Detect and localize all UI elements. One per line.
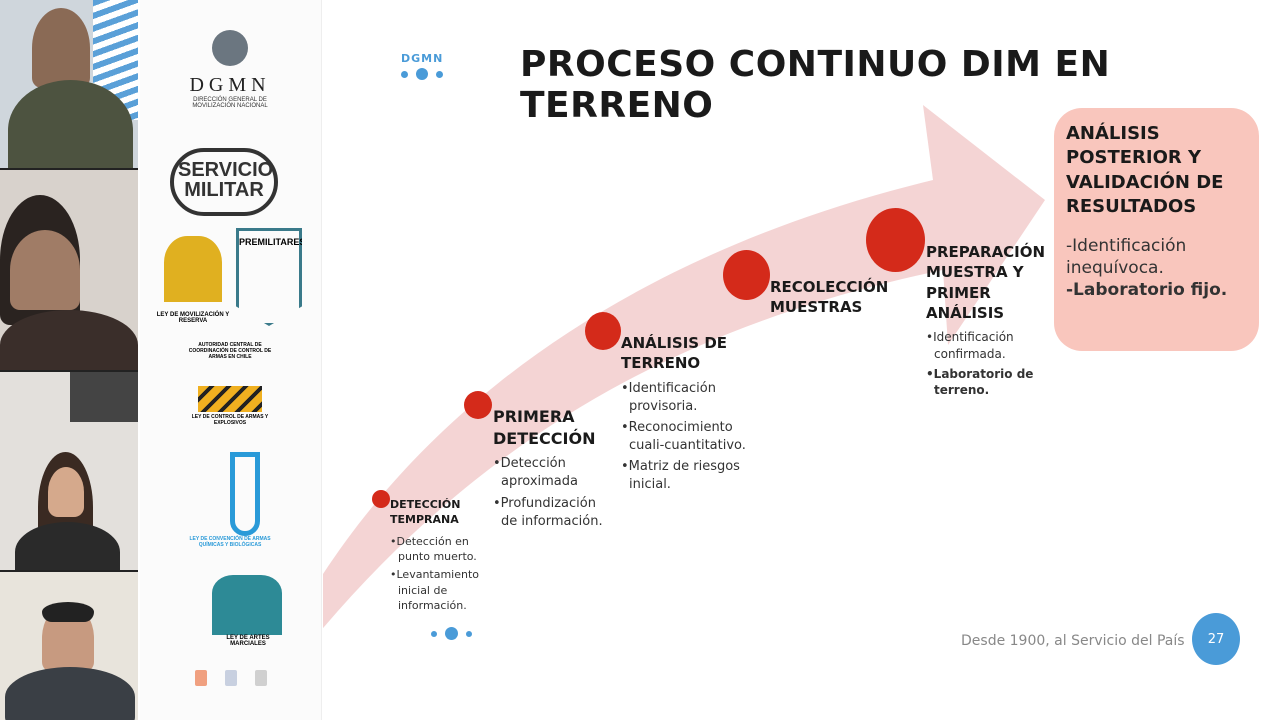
logo-column: DGMN DIRECCIÓN GENERAL DE MOVILIZACIÓN N… bbox=[140, 0, 322, 720]
step-marker bbox=[723, 250, 770, 300]
participant-tile-4[interactable] bbox=[0, 572, 138, 720]
armas-quimicas-logo: LEY DE CONVENCIÓN DE ARMAS QUÍMICAS Y BI… bbox=[180, 452, 280, 548]
pagination-dots bbox=[427, 623, 476, 642]
step-analisis-terreno: ANÁLISIS DE TERRENO •Identificación prov… bbox=[621, 334, 746, 493]
participant-tile-1[interactable] bbox=[0, 0, 138, 168]
process-arrow bbox=[323, 105, 1045, 629]
presentation-slide: DGMN PROCESO CONTINUO DIM EN TERRENO DET… bbox=[323, 0, 1280, 720]
participant-tile-3[interactable] bbox=[0, 372, 138, 570]
dgmn-logo: DGMN DIRECCIÓN GENERAL DE MOVILIZACIÓN N… bbox=[180, 30, 280, 109]
institution-badges bbox=[195, 670, 267, 686]
movilizacion-logo: LEY DE MOVILIZACIÓN Y RESERVA bbox=[148, 236, 238, 324]
participant-video-strip bbox=[0, 0, 138, 720]
slide-title: PROCESO CONTINUO DIM EN TERRENO bbox=[520, 44, 1111, 126]
final-step-box: ANÁLISIS POSTERIOR Y VALIDACIÓN DE RESUL… bbox=[1054, 108, 1259, 351]
slide-footer: Desde 1900, al Servicio del País bbox=[961, 633, 1185, 649]
brand-mark: DGMN bbox=[401, 52, 447, 80]
step-marker bbox=[866, 208, 925, 272]
step-recoleccion-muestras: RECOLECCIÓN MUESTRAS bbox=[770, 278, 889, 317]
step-marker bbox=[372, 490, 390, 508]
participant-tile-2[interactable] bbox=[0, 170, 138, 370]
artes-marciales-logo: LEY DE ARTES MARCIALES bbox=[178, 575, 288, 647]
step-marker bbox=[585, 312, 621, 350]
servicio-militar-logo: SERVICIO MILITAR bbox=[170, 148, 278, 216]
premilitares-logo: PREMILITARES bbox=[236, 228, 302, 326]
step-primera-deteccion: PRIMERA DETECCIÓN •Detección aproximada•… bbox=[493, 407, 603, 529]
step-deteccion-temprana: DETECCIÓN TEMPRANA •Detección en punto m… bbox=[390, 498, 480, 613]
control-armas-logo: AUTORIDAD CENTRAL DE COORDINACIÓN DE CON… bbox=[188, 342, 272, 426]
step-preparacion-muestra: PREPARACIÓN MUESTRA Y PRIMER ANÁLISIS •I… bbox=[926, 243, 1046, 398]
page-number: 27 bbox=[1192, 613, 1240, 665]
step-marker bbox=[464, 391, 492, 419]
